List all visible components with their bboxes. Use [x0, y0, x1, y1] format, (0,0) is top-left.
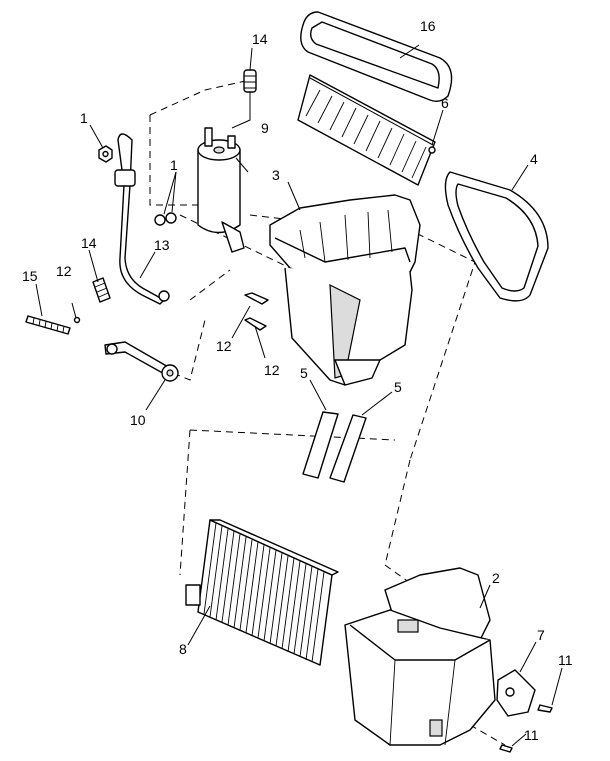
callout-9: 9 [261, 120, 269, 136]
callout-1-upper: 1 [80, 110, 88, 126]
part-5-drain-tubes [302, 411, 367, 483]
callout-15: 15 [22, 268, 38, 284]
part-10-expansion-valve [104, 341, 179, 382]
callout-4: 4 [530, 151, 538, 167]
callout-7: 7 [537, 627, 545, 643]
part-1-washers [154, 212, 177, 226]
part-7-actuator [496, 669, 536, 717]
part-1-nut [98, 145, 113, 163]
callout-3: 3 [272, 167, 280, 183]
part-16-top-seal [300, 11, 453, 103]
part-12-screw-small [71, 302, 81, 324]
part-13-refrigerant-line [114, 133, 170, 305]
callout-5-left: 5 [300, 365, 308, 381]
callout-leaders [35, 44, 563, 747]
callout-6: 6 [441, 95, 449, 111]
part-11-screws [499, 704, 553, 753]
part-12-bolts [244, 292, 269, 331]
callout-2: 2 [492, 570, 500, 586]
callout-5-right: 5 [394, 379, 402, 395]
part-14-valve-left [92, 277, 111, 303]
callout-8: 8 [179, 641, 187, 657]
callout-11-upper: 11 [558, 652, 573, 668]
callout-11-lower: 11 [524, 727, 539, 743]
callout-14-top: 14 [252, 31, 268, 47]
part-8-evaporator-core [185, 519, 339, 666]
callout-labels: 1 1 2 3 4 5 5 6 7 8 9 10 11 11 12 12 12 … [22, 18, 573, 743]
callout-12-center: 12 [216, 338, 232, 354]
callout-10: 10 [130, 412, 146, 428]
part-9-receiver-drier [197, 127, 245, 253]
callout-16: 16 [420, 18, 436, 34]
part-6-filter-grille [297, 74, 436, 186]
callout-12-left: 12 [56, 263, 72, 279]
part-14-valve-top [231, 69, 257, 129]
callout-13: 13 [154, 237, 170, 253]
part-2-lower-case [344, 567, 496, 746]
callout-14-left: 14 [81, 235, 97, 251]
callout-1-lower: 1 [170, 157, 178, 173]
callout-12-right: 12 [264, 362, 280, 378]
part-3-upper-case [269, 194, 421, 386]
part-15-sensor [25, 315, 71, 335]
part-4-side-gasket [444, 171, 549, 302]
